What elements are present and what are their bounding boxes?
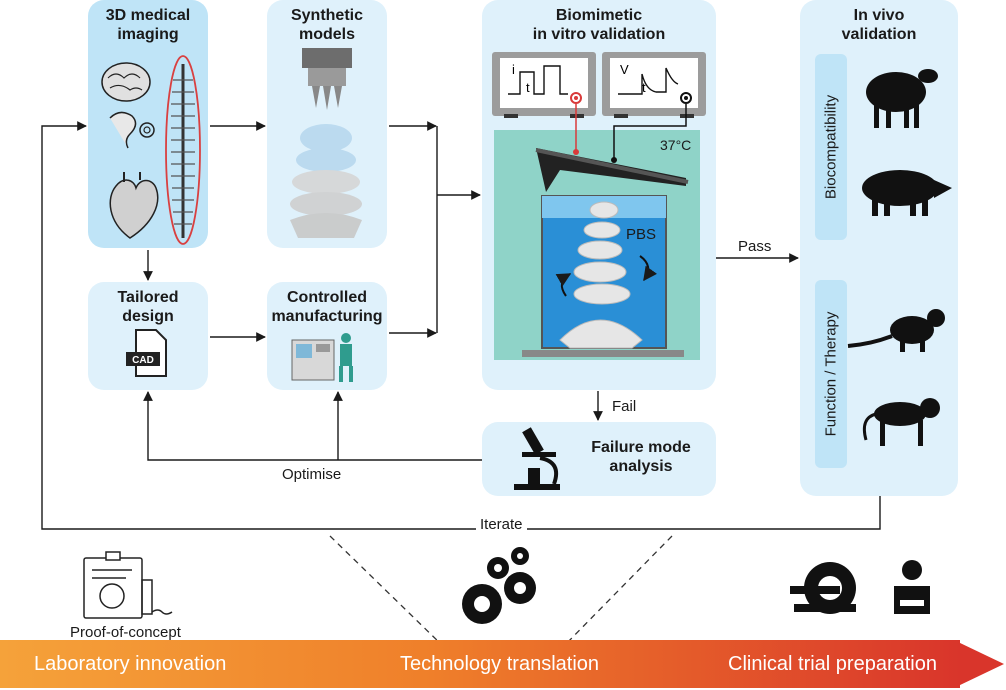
- pass-label: Pass: [738, 238, 772, 255]
- failure-title: Failure mode analysis: [591, 439, 691, 475]
- manufacturing-panel: Controlled manufacturing: [267, 282, 387, 390]
- spine-model-icon: [290, 124, 362, 238]
- function-therapy-section: Function / Therapy: [815, 280, 847, 468]
- heart-icon: [109, 172, 159, 239]
- scope-current-label: i: [512, 62, 515, 77]
- translation-dashed-lines: [329, 535, 673, 649]
- invivo-title: In vivo validation: [841, 7, 917, 43]
- printer-nozzle-icon: [302, 48, 352, 110]
- timeline-stage-clinical: Clinical trial preparation: [728, 653, 937, 675]
- bioreactor-tank: [494, 104, 700, 360]
- gears-icon: [462, 547, 536, 624]
- scope-time-label-1: t: [526, 80, 530, 95]
- biocompatibility-section: Biocompatibility: [815, 54, 847, 240]
- microscope-icon: [514, 427, 560, 490]
- oscilloscope-icon: i t: [492, 52, 596, 118]
- manufacturing-title: Controlled manufacturing: [271, 289, 383, 325]
- cad-file-icon: CAD: [126, 329, 167, 377]
- document-icon: [83, 551, 173, 619]
- invitro-title: Biomimetic in vitro validation: [532, 7, 666, 43]
- optimise-label: Optimise: [282, 466, 342, 483]
- ear-icon: [109, 111, 155, 149]
- synthetic-title: Synthetic models: [290, 7, 363, 43]
- timeline-stage-laboratory: Laboratory innovation: [34, 653, 227, 675]
- oscilloscope-icon-2: V t: [602, 52, 706, 118]
- pbs-label: PBS: [626, 226, 657, 243]
- failure-panel: Failure mode analysis: [482, 422, 716, 496]
- connector-lines: [41, 121, 881, 530]
- scope-time-label-2: t: [642, 80, 646, 95]
- temperature-label: 37°C: [660, 137, 692, 153]
- brain-icon: [101, 62, 151, 102]
- monkey-icon: [862, 398, 940, 446]
- marmoset-icon: [847, 309, 945, 352]
- fail-label: Fail: [612, 398, 637, 415]
- timeline-stage-translation: Technology translation: [400, 653, 600, 675]
- cad-label: CAD: [132, 355, 154, 366]
- timeline-bar: [0, 640, 960, 688]
- iterate-label: Iterate: [476, 516, 527, 534]
- lab-worker-icon: [291, 333, 353, 382]
- pig-icon: [862, 170, 952, 216]
- spine-icon: [165, 55, 201, 245]
- sheep-icon: [866, 69, 938, 128]
- mri-scanner-icon: [790, 562, 856, 614]
- surgeon-icon: [894, 560, 930, 614]
- proof-of-concept-label: Proof-of-concept: [70, 624, 181, 641]
- scope-voltage-label: V: [620, 62, 629, 77]
- tailored-title: Tailored design: [117, 289, 179, 325]
- imaging-title: 3D medical imaging: [105, 7, 191, 43]
